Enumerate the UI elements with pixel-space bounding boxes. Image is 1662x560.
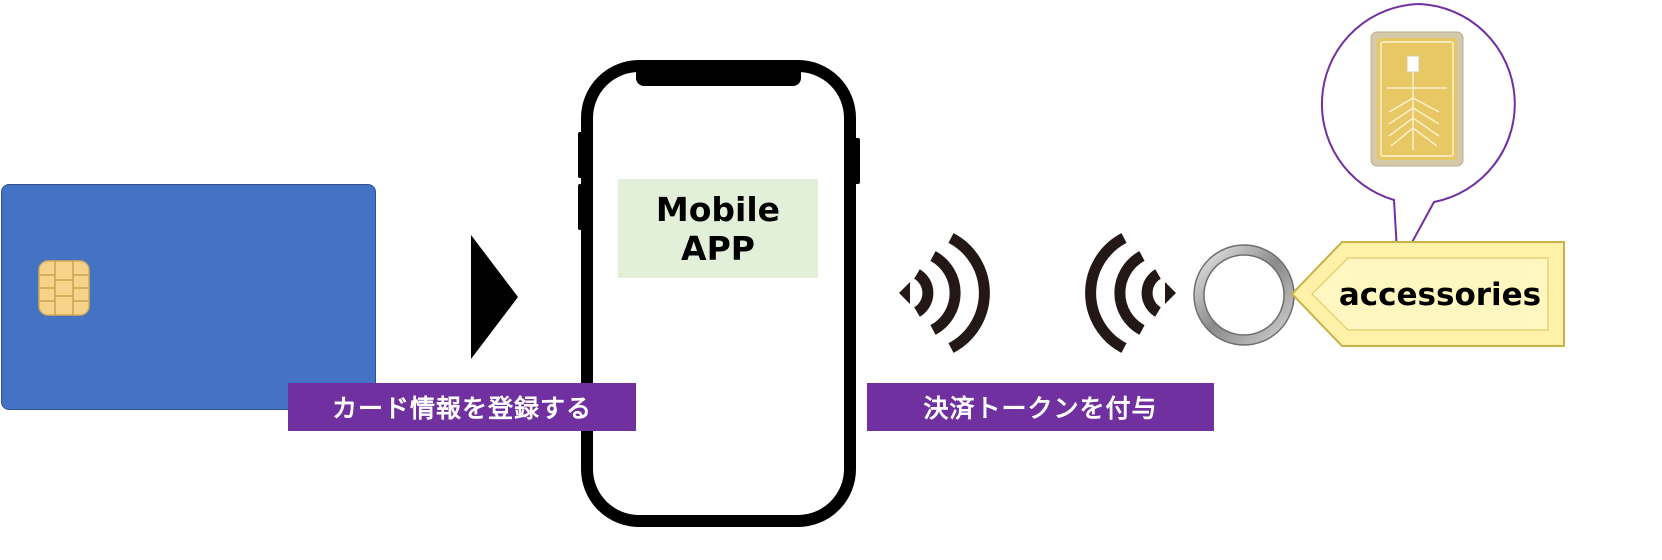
register-card-label: カード情報を登録する bbox=[288, 383, 636, 431]
payment-token-label: 決済トークンを付与 bbox=[867, 383, 1214, 431]
arrow-right-icon bbox=[471, 235, 518, 359]
ic-chip-icon bbox=[38, 260, 90, 316]
ic-tag-photo bbox=[1370, 31, 1464, 167]
mobile-app-box: Mobile APP bbox=[618, 179, 818, 278]
ring-icon bbox=[1193, 244, 1295, 346]
contactless-signal-icon bbox=[1085, 233, 1176, 353]
app-label-line1: Mobile bbox=[655, 189, 781, 229]
smartphone-icon bbox=[578, 60, 860, 527]
contactless-signal-icon bbox=[899, 233, 990, 353]
app-label-line2: APP bbox=[681, 228, 755, 268]
accessory-tag-label: accessories bbox=[1338, 277, 1542, 313]
accessory-tag bbox=[1290, 241, 1565, 347]
